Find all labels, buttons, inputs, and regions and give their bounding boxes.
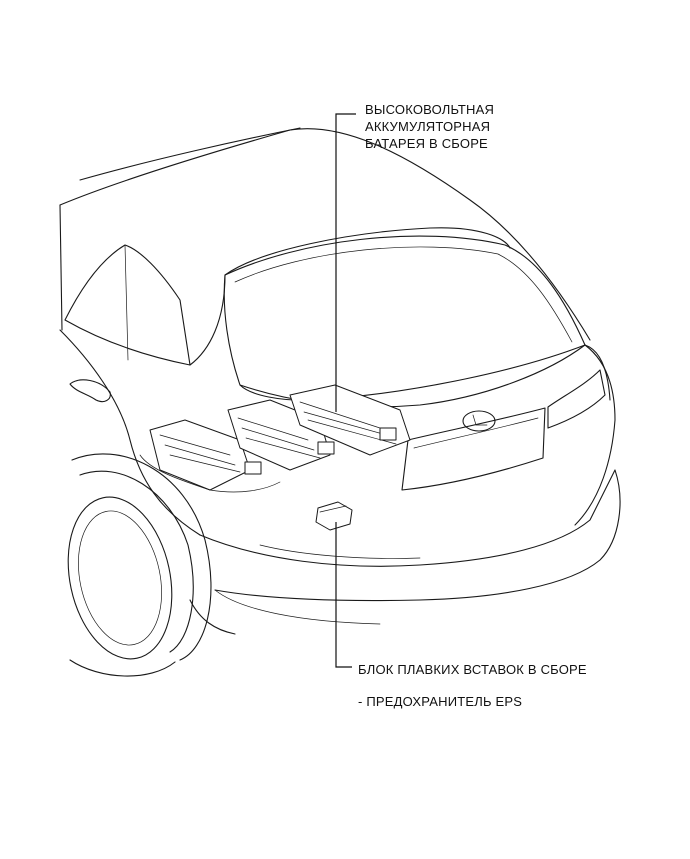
battery-label-line-3: БАТАРЕЯ В СБОРЕ bbox=[365, 136, 488, 151]
battery-assembly bbox=[139, 384, 411, 493]
battery-label: ВЫСОКОВОЛЬТНАЯ АККУМУЛЯТОРНАЯ БАТАРЕЯ В … bbox=[365, 101, 494, 152]
car-body bbox=[59, 127, 621, 635]
battery-label-line-2: АККУМУЛЯТОРНАЯ bbox=[365, 119, 491, 134]
rear-wheel bbox=[67, 453, 212, 677]
fuse-block bbox=[315, 501, 353, 531]
battery-label-line-1: ВЫСОКОВОЛЬТНАЯ bbox=[365, 102, 495, 117]
battery-leader-line bbox=[335, 113, 356, 412]
fuse-block-label: БЛОК ПЛАВКИХ ВСТАВОК В СБОРЕ bbox=[358, 662, 587, 677]
eps-fuse-label: - ПРЕДОХРАНИТЕЛЬ EPS bbox=[358, 694, 523, 709]
fuse-leader-line bbox=[335, 522, 352, 668]
